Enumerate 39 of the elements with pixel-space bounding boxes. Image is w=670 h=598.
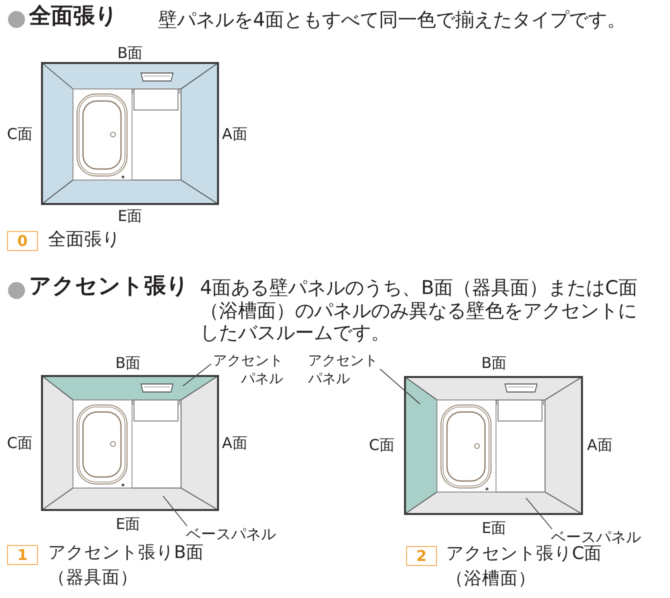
wall-label: E面 bbox=[482, 519, 506, 537]
base-wall-panel bbox=[41, 488, 219, 510]
accent-wall-panel bbox=[404, 376, 438, 515]
callout-label: ベースパネル bbox=[186, 525, 276, 543]
option-number: 1 bbox=[7, 545, 38, 565]
callout-label: アクセントパネル bbox=[308, 352, 380, 388]
option-caption: アクセント張りC面（浴槽面） bbox=[446, 543, 604, 591]
option-caption: アクセント張りB面（器具面） bbox=[48, 542, 206, 590]
option-number: 0 bbox=[7, 231, 38, 251]
wall-panel bbox=[42, 62, 74, 205]
wall-label: C面 bbox=[7, 125, 32, 143]
wall-label: A面 bbox=[222, 434, 248, 452]
wall-label: B面 bbox=[117, 44, 143, 62]
option-number: 2 bbox=[406, 546, 437, 566]
leader-line bbox=[526, 498, 552, 530]
section-heading: アクセント張り bbox=[29, 274, 189, 300]
leader-line bbox=[162, 496, 188, 526]
wall-label: B面 bbox=[115, 354, 141, 372]
leader-line bbox=[380, 368, 420, 404]
wall-label: E面 bbox=[116, 515, 140, 533]
option-caption: 全面張り bbox=[48, 229, 120, 251]
wall-panel bbox=[41, 180, 219, 204]
base-wall-panel bbox=[180, 375, 218, 511]
callout-label: アクセントパネル bbox=[211, 352, 283, 388]
base-wall-panel bbox=[404, 492, 583, 514]
wall-label: E面 bbox=[118, 207, 142, 225]
wall-label: B面 bbox=[481, 354, 507, 372]
description-text: 4面ある壁パネルのうち、B面（器具面）またはC面（浴槽面）のパネルのみ異なる壁色をアクセントにしたバスルームです。 bbox=[200, 277, 638, 344]
wall-label: A面 bbox=[222, 125, 248, 143]
description-text: 壁パネルを4面ともすべて同一色で揃えたタイプです。 bbox=[158, 9, 626, 32]
wall-panel bbox=[180, 62, 218, 205]
wall-label: C面 bbox=[7, 434, 32, 452]
base-wall-panel bbox=[42, 375, 74, 511]
leader-line bbox=[182, 364, 212, 386]
section-heading: 全面張り bbox=[29, 4, 118, 30]
base-wall-panel bbox=[544, 376, 582, 515]
wall-label: A面 bbox=[587, 436, 612, 454]
callout-label: ベースパネル bbox=[551, 528, 641, 546]
wall-label: C面 bbox=[369, 436, 394, 454]
